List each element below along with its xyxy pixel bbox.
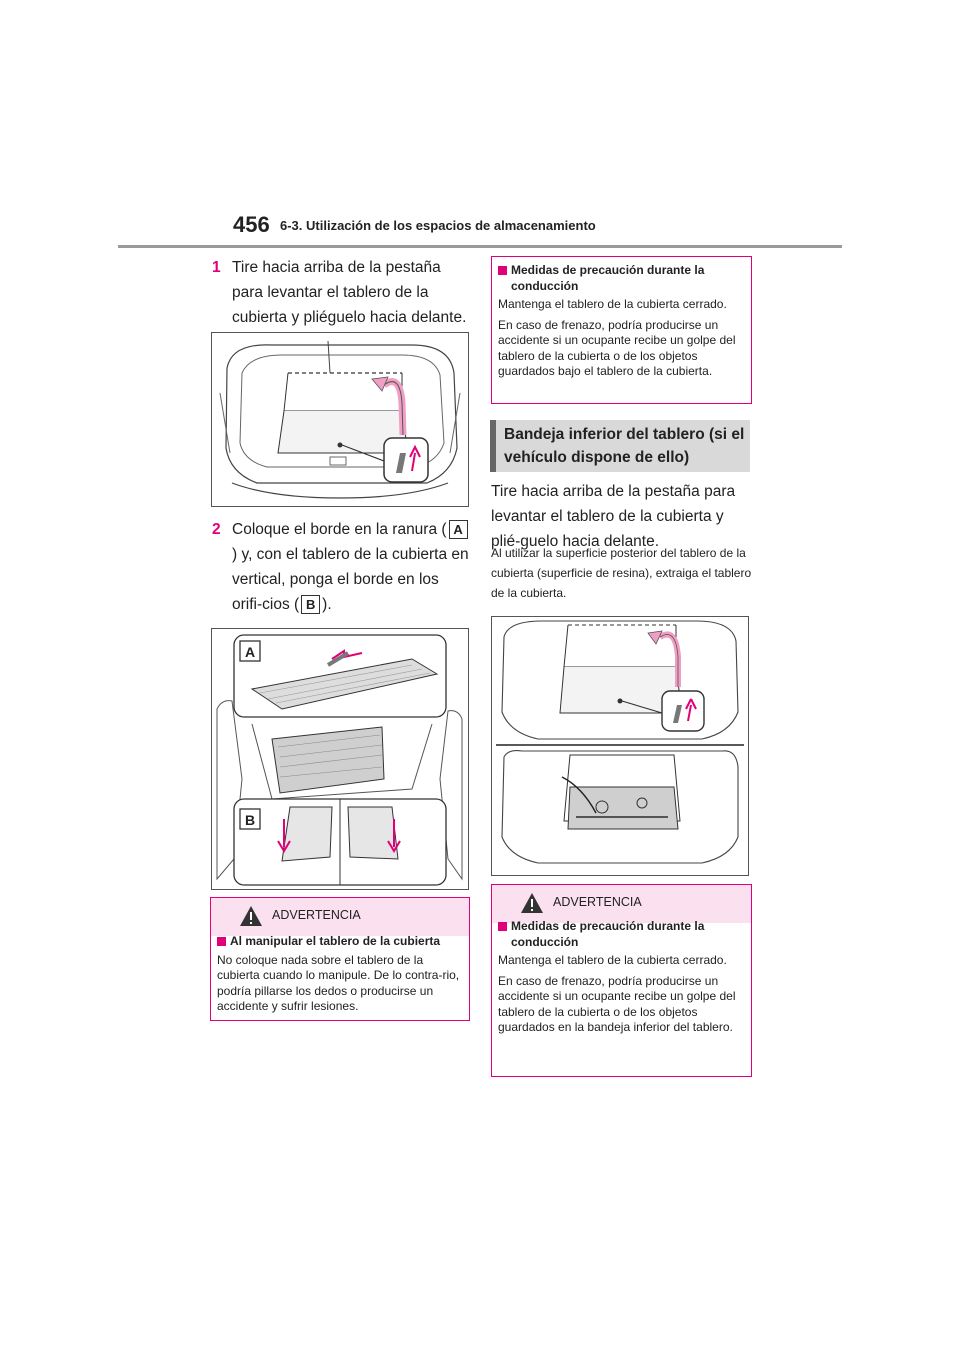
step-1-text: Tire hacia arriba de la pestaña para lev… bbox=[232, 259, 467, 326]
warning-item-title: Medidas de precaución durante la conducc… bbox=[498, 919, 745, 950]
step-2-text-a: Coloque el borde en la ranura ( bbox=[232, 521, 447, 538]
label-a-box: A bbox=[448, 520, 468, 540]
warning-item-title: Medidas de precaución durante la conducc… bbox=[498, 263, 745, 294]
warning-header: ADVERTENCIA bbox=[211, 898, 469, 936]
step-2-number: 2 bbox=[212, 521, 221, 538]
warning-p2: En caso de frenazo, podría producirse un… bbox=[498, 973, 736, 1035]
step-1: 1 Tire hacia arriba de la pestaña para l… bbox=[212, 255, 474, 331]
warning-icon bbox=[521, 893, 543, 913]
warning-icon bbox=[240, 906, 262, 926]
bullet-square-icon bbox=[498, 922, 507, 931]
step-2: 2 Coloque el borde en la ranura (A ) y, c… bbox=[212, 517, 474, 617]
warning-title: ADVERTENCIA bbox=[553, 895, 642, 909]
label-b-box: B bbox=[301, 595, 321, 615]
figure-label-a: A bbox=[245, 644, 255, 660]
section-title: 6-3. Utilización de los espacios de alma… bbox=[280, 218, 596, 233]
warning-body: Medidas de precaución durante la conducc… bbox=[498, 263, 745, 385]
figure-board-slots: A B bbox=[211, 628, 469, 890]
warning-p1: Mantenga el tablero de la cubierta cerra… bbox=[498, 953, 727, 967]
warning-p2: En caso de frenazo, podría producirse un… bbox=[498, 317, 736, 379]
warning-header: ADVERTENCIA bbox=[492, 885, 751, 923]
warning-box-right-bottom: ADVERTENCIA Medidas de precaución durant… bbox=[491, 884, 752, 1077]
warning-box-left: ADVERTENCIA Al manipular el tablero de l… bbox=[210, 897, 470, 1021]
warning-body: Medidas de precaución durante la conducc… bbox=[498, 919, 745, 1041]
right-paragraph: Tire hacia arriba de la pestaña para lev… bbox=[491, 483, 736, 550]
step-2-text-c: ). bbox=[322, 596, 332, 613]
heading-bar bbox=[490, 420, 496, 472]
header-rule bbox=[118, 245, 842, 248]
warning-p1: Mantenga el tablero de la cubierta cerra… bbox=[498, 297, 727, 311]
bullet-square-icon bbox=[498, 266, 507, 275]
warning-box-right-top: Medidas de precaución durante la conducc… bbox=[491, 256, 752, 404]
subsection-heading: Bandeja inferior del tablero (si el vehí… bbox=[490, 420, 750, 472]
figure-trunk-lift-board bbox=[211, 332, 469, 507]
warning-item-text: No coloque nada sobre el tablero de la c… bbox=[217, 952, 460, 1014]
figure-label-b: B bbox=[245, 812, 255, 828]
step-1-number: 1 bbox=[212, 259, 221, 276]
warning-item-title: Al manipular el tablero de la cubierta bbox=[217, 934, 463, 950]
right-small-paragraph: Al utilizar la superficie posterior del … bbox=[491, 546, 752, 600]
bullet-square-icon bbox=[217, 937, 226, 946]
page-number: 456 bbox=[233, 212, 270, 237]
figure-lower-tray bbox=[491, 616, 749, 876]
heading-text: Bandeja inferior del tablero (si el vehí… bbox=[504, 426, 745, 466]
step-2-text-b: ) y, con el tablero de la cubierta en ve… bbox=[232, 546, 469, 613]
step-2-text: Coloque el borde en la ranura (A ) y, con… bbox=[232, 517, 472, 617]
warning-title: ADVERTENCIA bbox=[272, 908, 361, 922]
warning-body: Al manipular el tablero de la cubierta N… bbox=[217, 934, 463, 1020]
